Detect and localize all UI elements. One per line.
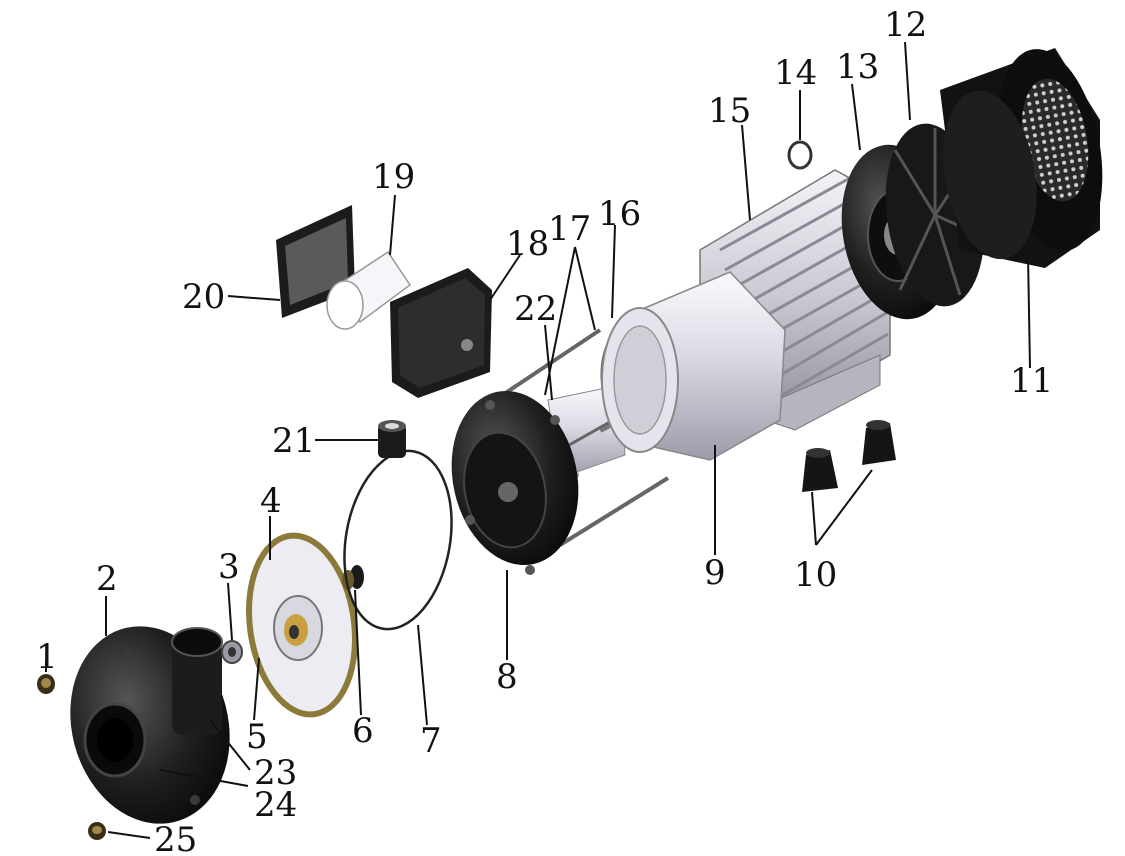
callout-23: 23 [254, 753, 297, 793]
callout-8: 8 [496, 657, 518, 697]
callout-18: 18 [506, 224, 549, 264]
motor-end-flange-part [451, 390, 579, 575]
callout-14: 14 [774, 53, 817, 93]
callout-16: 16 [598, 194, 641, 234]
drain-plug-part [37, 674, 55, 694]
capacitor-part [326, 250, 412, 330]
callout-3: 3 [218, 547, 240, 587]
callout-10: 10 [794, 555, 837, 595]
callout-21: 21 [272, 421, 315, 461]
terminal-box-part [390, 268, 492, 398]
callout-19: 19 [372, 157, 415, 197]
callout-22: 22 [514, 289, 557, 329]
priming-plug-part [88, 822, 106, 840]
leader-lines [45, 41, 1031, 839]
rubber-feet-part [802, 420, 896, 492]
fan-cover-part [940, 48, 1103, 268]
callout-6: 6 [352, 711, 374, 751]
callout-24: 24 [254, 785, 297, 825]
callout-2: 2 [96, 559, 118, 599]
callout-4: 4 [260, 481, 282, 521]
callout-11: 11 [1010, 361, 1053, 401]
impeller-part [246, 532, 358, 718]
o-ring-part [343, 449, 453, 631]
callout-5: 5 [246, 717, 268, 757]
cable-gland-part [378, 420, 406, 458]
callout-15: 15 [708, 91, 751, 131]
callout-9: 9 [704, 553, 726, 593]
callout-1: 1 [36, 637, 58, 677]
callout-labels: 1 2 3 4 5 6 7 8 9 10 11 12 13 14 15 16 1… [36, 5, 1053, 856]
callout-20: 20 [182, 277, 225, 317]
motor-stator-part [601, 271, 786, 461]
callout-17: 17 [548, 209, 591, 249]
pump-housing-part [70, 626, 230, 824]
callout-13: 13 [836, 47, 879, 87]
callout-12: 12 [884, 5, 927, 45]
bearing-clip-part [787, 140, 813, 170]
impeller-nut-part [221, 640, 243, 664]
callout-25: 25 [154, 820, 197, 856]
callout-7: 7 [420, 721, 442, 761]
